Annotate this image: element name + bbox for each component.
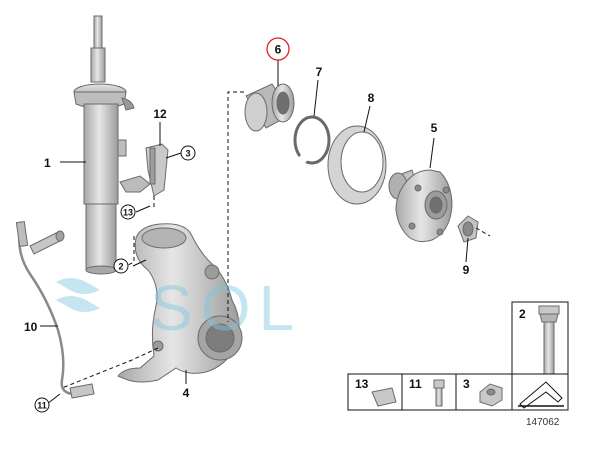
callout-8: 8 xyxy=(368,91,375,105)
callout-7: 7 xyxy=(316,65,323,79)
callout-6-highlight-circle xyxy=(266,37,290,61)
callout-12: 12 xyxy=(153,107,167,121)
watermark-logo: SOL xyxy=(56,272,302,344)
clip-icon xyxy=(371,387,397,407)
abs-wheel-speed-sensor xyxy=(15,220,95,399)
detail-box-row: 13 11 3 xyxy=(347,373,569,411)
screw-icon xyxy=(433,379,445,407)
callout-10: 10 xyxy=(24,320,38,334)
steering-knuckle xyxy=(117,223,243,383)
callout-13-circle xyxy=(120,204,136,220)
callout-11: 11 xyxy=(37,401,47,411)
arrow-symbol-icon xyxy=(518,381,564,409)
bracket-part-12 xyxy=(119,143,169,197)
watermark-text: SOL xyxy=(150,272,302,344)
bolt-icon xyxy=(538,305,560,381)
callout-9: 9 xyxy=(463,263,470,277)
diagram-reference-number: 147062 xyxy=(526,417,560,428)
assembly-lines xyxy=(61,91,491,389)
callout-3-circle xyxy=(180,145,196,161)
callout-3: 3 xyxy=(185,149,190,159)
detail-box-3: 3 xyxy=(463,377,503,407)
seal-ring xyxy=(327,125,387,205)
callout-11-circle xyxy=(34,397,50,413)
nut-icon xyxy=(479,383,503,407)
detail-box-13: 13 xyxy=(355,377,397,407)
detail-box-11-label: 11 xyxy=(409,377,422,391)
callout-2: 2 xyxy=(118,262,123,272)
callout-6: 6 xyxy=(275,43,282,57)
wheel-hub xyxy=(388,169,453,243)
wheel-bearing xyxy=(244,83,295,132)
circlip xyxy=(293,115,331,165)
detail-box-3-label: 3 xyxy=(463,377,470,391)
callout-13: 13 xyxy=(123,208,133,218)
callout-5: 5 xyxy=(431,121,438,135)
callout-labels: 1 2 3 4 5 6 7 8 9 10 11 12 13 xyxy=(24,37,470,413)
detail-box-2-label: 2 xyxy=(519,307,526,321)
callout-2-circle xyxy=(113,258,129,274)
collar-nut xyxy=(457,215,479,243)
leader-lines xyxy=(40,60,469,405)
callout-4: 4 xyxy=(183,386,190,400)
detail-box-13-label: 13 xyxy=(355,377,369,391)
callout-1: 1 xyxy=(44,156,51,170)
shock-absorber-strut xyxy=(73,15,135,275)
detail-box-11: 11 xyxy=(409,377,445,407)
